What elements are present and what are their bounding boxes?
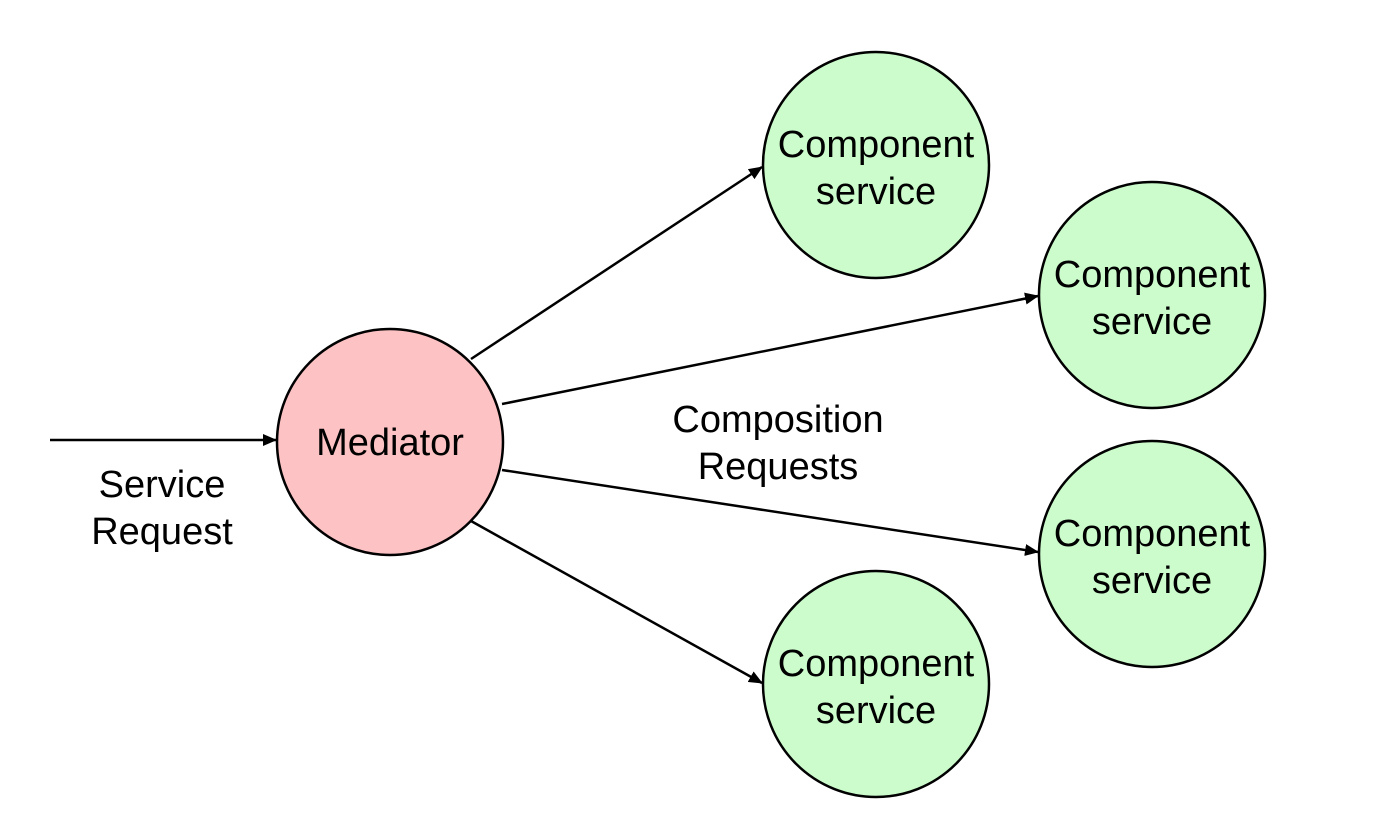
component-service-circle	[761, 50, 991, 280]
component-service-node-1: Component service	[761, 50, 991, 280]
component-service-node-2: Component service	[1037, 180, 1267, 410]
component-service-circle	[1037, 180, 1267, 410]
component-service-label-line2: service	[816, 171, 936, 213]
component-service-circle	[1037, 439, 1267, 669]
component-service-label-line1: Component	[778, 124, 975, 166]
composition-arrow-2	[501, 292, 1039, 406]
composition-requests-label-line1: Composition	[672, 399, 883, 441]
composition-arrow-3	[501, 468, 1039, 556]
component-service-label-line1: Component	[1054, 513, 1251, 555]
component-service-label-line2: service	[1092, 301, 1212, 343]
component-service-label-line1: Component	[1054, 254, 1251, 296]
component-service-label-line2: service	[1092, 560, 1212, 602]
component-service-label-line2: service	[816, 690, 936, 732]
component-service-circle	[761, 569, 991, 799]
service-request-label: Service Request	[91, 464, 233, 553]
service-request-label-line1: Service	[99, 464, 226, 506]
service-request-label-line2: Request	[91, 511, 233, 553]
mediator-node: Mediator	[275, 327, 505, 557]
composition-arrow-4	[470, 519, 763, 685]
component-service-node-4: Component service	[761, 569, 991, 799]
composition-requests-label: Composition Requests	[672, 399, 883, 488]
component-service-label-line1: Component	[778, 643, 975, 685]
mediator-label: Mediator	[316, 422, 464, 464]
mediator-circle	[275, 327, 505, 557]
component-service-node-3: Component service	[1037, 439, 1267, 669]
composition-requests-label-line2: Requests	[698, 446, 859, 488]
composition-arrow-1	[470, 165, 763, 361]
